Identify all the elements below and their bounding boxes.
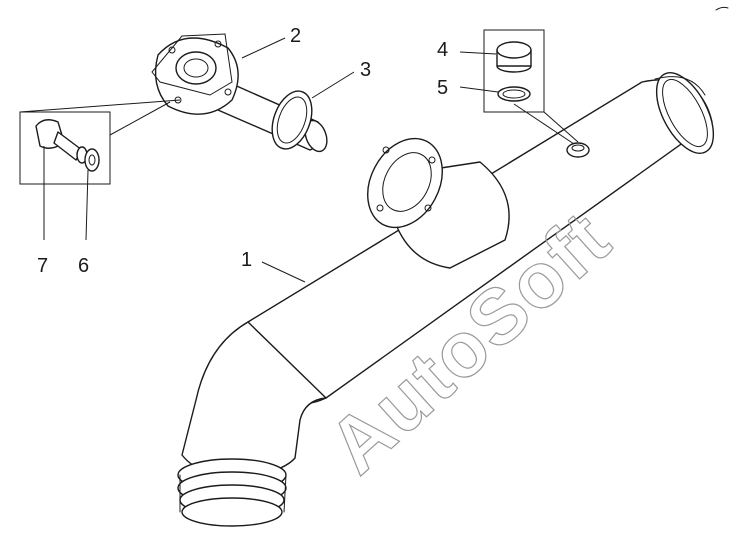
callout-6: 6 <box>78 255 89 277</box>
callout-4: 4 <box>437 39 448 61</box>
callout-7: 7 <box>37 255 48 277</box>
corner-mark <box>715 6 729 11</box>
callout-5: 5 <box>437 77 448 99</box>
washer <box>84 148 100 172</box>
detail-frames <box>19 29 579 185</box>
callout-1: 1 <box>241 249 252 271</box>
callout-leaders <box>43 37 499 283</box>
plug <box>496 41 532 73</box>
callout-3: 3 <box>360 59 371 81</box>
main-pipe <box>177 72 715 527</box>
bolt <box>35 119 88 164</box>
clamp-ring <box>271 90 313 150</box>
seal-ring <box>497 86 531 102</box>
callout-2: 2 <box>290 25 301 47</box>
